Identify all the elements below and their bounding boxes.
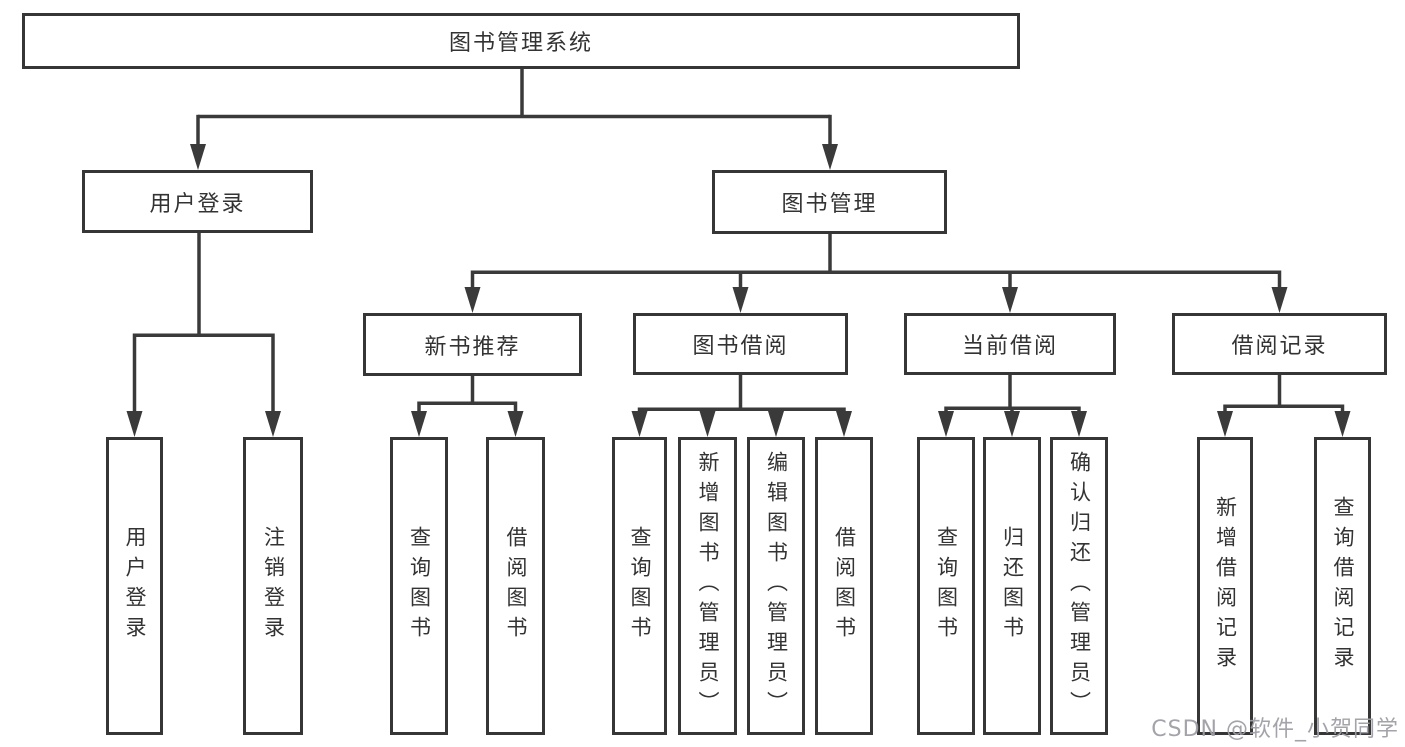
arrow-down-icon <box>699 411 716 437</box>
arrow-down-icon <box>836 411 852 437</box>
node-book-borrow: 图书借阅 <box>633 313 848 375</box>
arrow-down-icon <box>464 287 481 313</box>
arrow-down-icon <box>1071 411 1087 437</box>
arrow-down-icon <box>822 144 838 170</box>
leaf-add-borrow-record: 新增借阅记录 <box>1197 437 1253 735</box>
leaf-label: 编辑图书（管理员） <box>764 451 789 721</box>
node-library-system: 图书管理系统 <box>22 13 1020 69</box>
leaf-user-login: 用户登录 <box>106 437 163 735</box>
arrow-down-icon <box>768 411 784 437</box>
node-borrow-records: 借阅记录 <box>1172 313 1387 375</box>
arrow-down-icon <box>1271 287 1288 313</box>
leaf-label: 查询借阅记录 <box>1331 496 1355 676</box>
leaf-label: 确认归还（管理员） <box>1067 451 1092 721</box>
leaf-label: 借阅图书 <box>832 526 857 646</box>
leaf-return-books: 归还图书 <box>983 437 1041 735</box>
csdn-watermark: CSDN @软件_小贺同学 <box>1151 717 1399 742</box>
arrow-down-icon <box>1217 411 1233 437</box>
arrow-down-icon <box>507 411 524 437</box>
leaf-label: 查询图书 <box>628 526 652 646</box>
leaf-label: 新增图书（管理员） <box>696 451 720 721</box>
leaf-borrow-books-recommend: 借阅图书 <box>486 437 545 735</box>
leaf-edit-book-admin: 编辑图书（管理员） <box>747 437 805 735</box>
node-current-borrow: 当前借阅 <box>904 313 1116 375</box>
leaf-label: 注销登录 <box>261 526 286 646</box>
leaf-label: 查询图书 <box>934 526 959 646</box>
leaf-query-books-recommend: 查询图书 <box>390 437 448 735</box>
leaf-add-book-admin: 新增图书（管理员） <box>678 437 737 735</box>
arrow-down-icon <box>1004 411 1020 437</box>
leaf-borrow-books-borrow: 借阅图书 <box>815 437 873 735</box>
node-new-book-recommend: 新书推荐 <box>363 313 582 376</box>
leaf-label: 查询图书 <box>407 526 432 646</box>
leaf-query-borrow-record: 查询借阅记录 <box>1314 437 1371 735</box>
leaf-label: 用户登录 <box>123 526 147 646</box>
leaf-query-books-borrow: 查询图书 <box>612 437 667 735</box>
arrow-down-icon <box>732 287 749 313</box>
arrow-down-icon <box>631 411 648 437</box>
arrow-down-icon <box>411 411 427 437</box>
node-user-login: 用户登录 <box>82 170 313 233</box>
arrow-down-icon <box>1334 411 1351 437</box>
leaf-label: 归还图书 <box>1000 526 1025 646</box>
arrow-down-icon <box>265 411 281 437</box>
arrow-down-icon <box>938 411 954 437</box>
arrow-down-icon <box>1002 287 1018 313</box>
leaf-confirm-return-admin: 确认归还（管理员） <box>1050 437 1108 735</box>
leaf-query-books-current: 查询图书 <box>917 437 975 735</box>
node-book-management: 图书管理 <box>712 170 947 234</box>
leaf-label: 新增借阅记录 <box>1213 496 1238 676</box>
leaf-logout: 注销登录 <box>243 437 303 735</box>
leaf-label: 借阅图书 <box>504 526 528 646</box>
arrow-down-icon <box>190 144 206 170</box>
arrow-down-icon <box>126 411 143 437</box>
